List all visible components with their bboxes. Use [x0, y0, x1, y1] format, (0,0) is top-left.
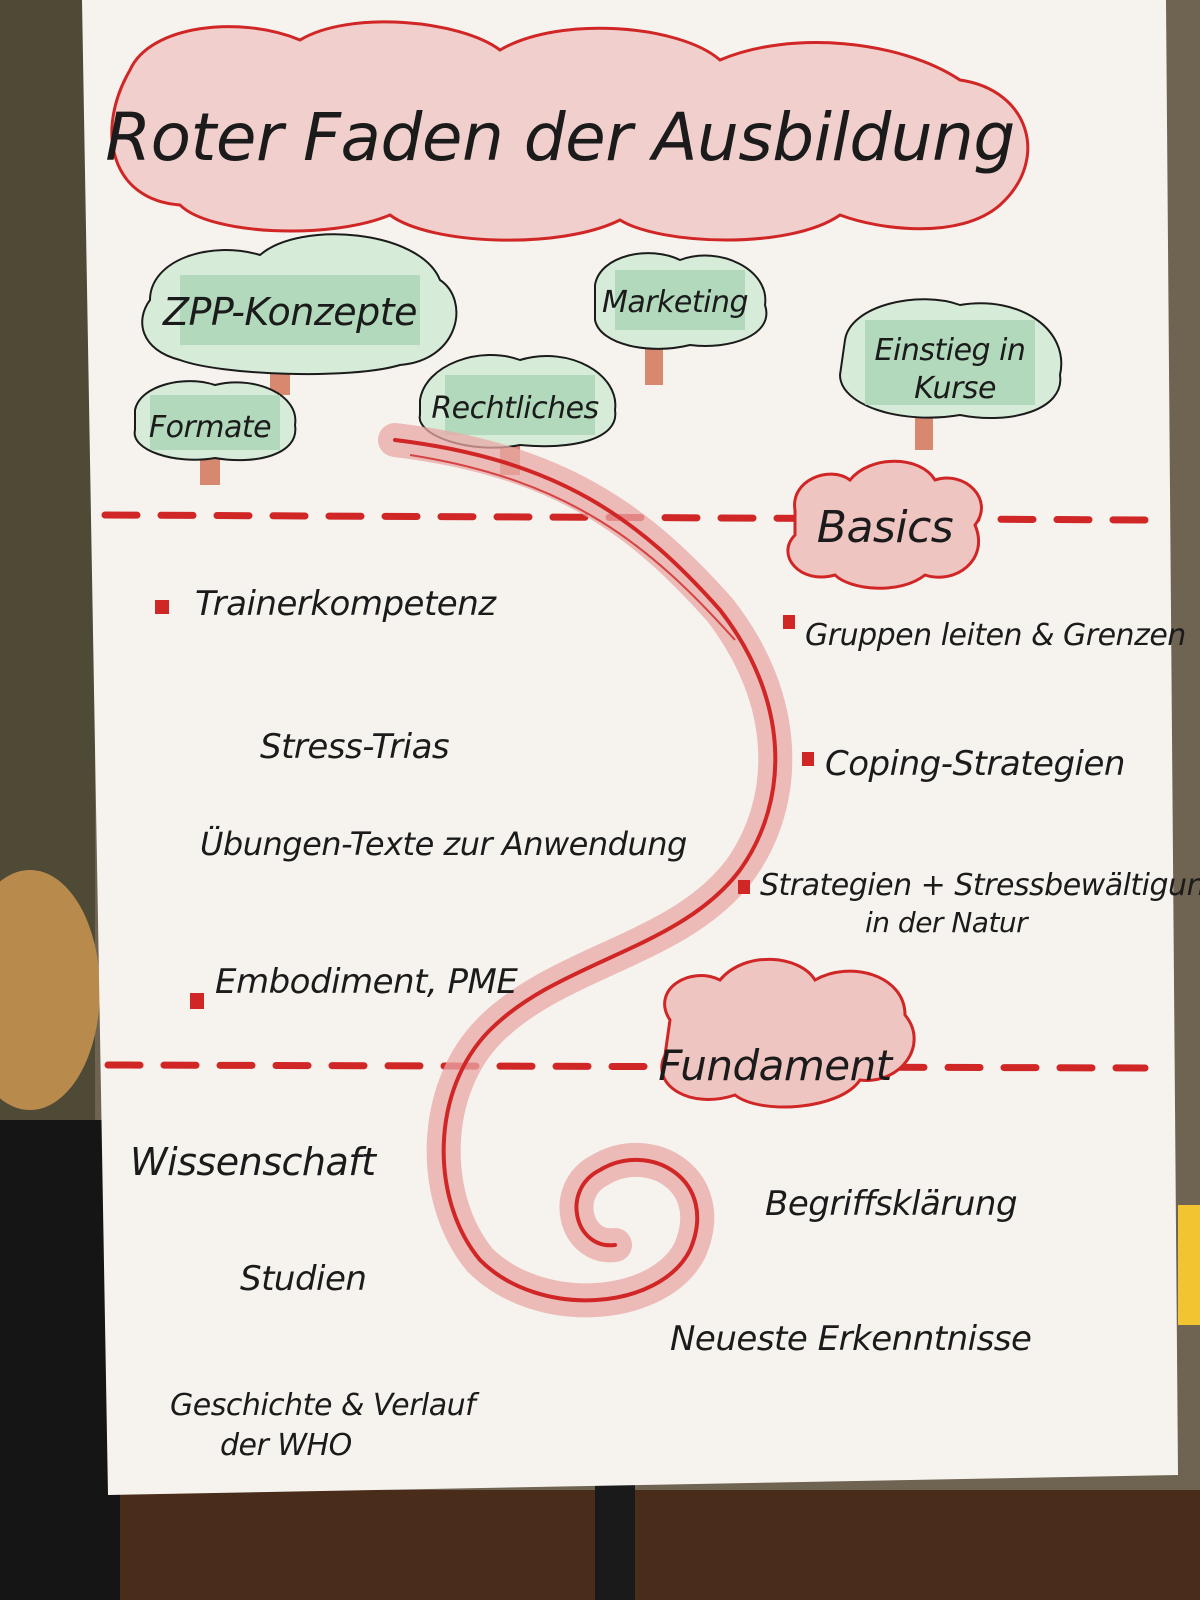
- dark-object-left: [0, 1120, 120, 1600]
- basics-left-item: Übungen-Texte zur Anwendung: [200, 825, 687, 863]
- tree-rechtliches: Rechtliches: [418, 354, 617, 475]
- title-text: Roter Faden der Ausbildung: [105, 99, 1015, 176]
- basics-right-item: Coping-Strategien: [825, 744, 1125, 784]
- tree-label: Marketing: [602, 285, 748, 320]
- fundament-right-item: Neueste Erkenntnisse: [670, 1319, 1031, 1359]
- basics-right-item: Gruppen leiten & Grenzen: [805, 618, 1186, 653]
- fundament-cloud: Fundament: [658, 957, 916, 1109]
- tree-label: Formate: [149, 410, 271, 445]
- bullet: [190, 993, 204, 1009]
- fundament-label: Fundament: [658, 1041, 893, 1090]
- basics-cloud: Basics: [786, 459, 983, 590]
- tree-label: ZPP-Konzepte: [162, 290, 417, 334]
- tree-label: Kurse: [914, 371, 996, 406]
- bullet: [738, 880, 750, 894]
- sticky-note: [1178, 1205, 1200, 1325]
- red-thread-outline: [409, 454, 736, 641]
- fundament-left-item: Wissenschaft: [130, 1140, 378, 1184]
- basics-label: Basics: [817, 502, 953, 553]
- bullet: [155, 600, 169, 614]
- chair-back: [0, 870, 100, 1110]
- basics-right-item: in der Natur: [865, 906, 1029, 939]
- tree-zpp-konzepte: ZPP-Konzepte: [141, 233, 458, 395]
- basics-left-item: Stress-Trias: [260, 727, 449, 767]
- bullet: [802, 752, 814, 766]
- basics-right-item: Strategien + Stressbewältigung: [760, 868, 1200, 903]
- tree-label: Einstieg in: [875, 333, 1026, 368]
- tree-marketing: Marketing: [594, 252, 768, 385]
- title-cloud: [110, 20, 1030, 242]
- easel-leg: [595, 1470, 635, 1600]
- bullet: [783, 615, 795, 629]
- tree-einstieg-in-kurse: Einstieg in Kurse: [838, 298, 1063, 450]
- tree-formate: Formate: [133, 380, 297, 485]
- divider-fundament: [104, 1061, 1149, 1072]
- fundament-left-item: der WHO: [220, 1428, 352, 1463]
- basics-left-item: Embodiment, PME: [215, 962, 518, 1002]
- fundament-left-item: Geschichte & Verlauf: [170, 1388, 480, 1423]
- basics-left-item: Trainerkompetenz: [195, 584, 497, 624]
- fundament-right-item: Begriffsklärung: [765, 1184, 1017, 1224]
- tree-label: Rechtliches: [431, 391, 598, 426]
- red-thread-line: [393, 438, 778, 1303]
- fundament-left-item: Studien: [240, 1259, 366, 1299]
